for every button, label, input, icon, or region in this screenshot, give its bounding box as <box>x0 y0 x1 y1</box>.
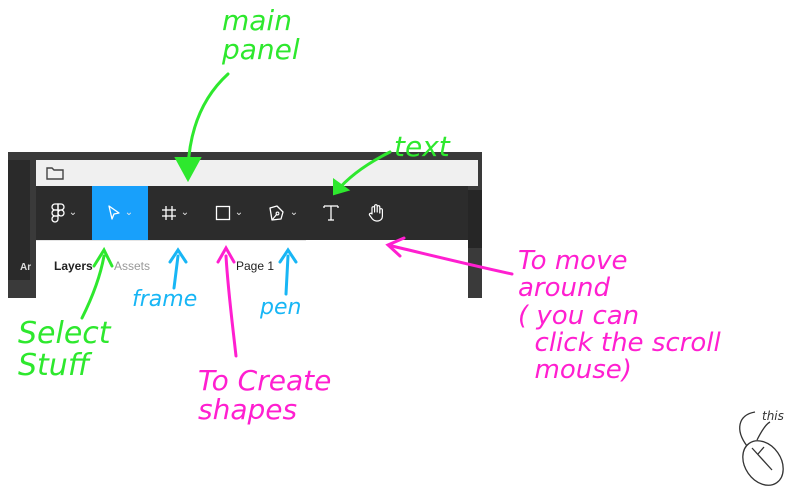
chevron-down-icon: ⌄ <box>234 207 244 218</box>
tab-assets[interactable]: Assets <box>114 259 151 273</box>
page-selector[interactable]: Page 1 <box>236 259 275 273</box>
chevron-down-icon: ⌄ <box>68 207 78 218</box>
pen-tool-icon <box>269 205 284 221</box>
pen-arrowhead <box>278 247 298 264</box>
annotation-frame: frame <box>132 287 198 312</box>
main-panel-arrow <box>186 72 230 170</box>
select-arrow <box>80 254 106 320</box>
annotation-this: this <box>762 409 784 423</box>
frame-arrowhead <box>168 247 188 264</box>
select-arrowhead <box>92 246 114 268</box>
frame-arrow <box>172 254 180 290</box>
hand-tool-icon <box>368 204 383 222</box>
tab-layers[interactable]: Layers <box>54 259 93 273</box>
chevron-down-icon: ⌄ <box>180 207 190 218</box>
canvas-area <box>306 240 468 298</box>
main-toolbar: ⌄ ⌄ ⌄ ⌄ ⌄ <box>36 186 468 240</box>
shapes-arrowhead <box>216 244 236 264</box>
figma-menu-button[interactable]: ⌄ <box>36 186 92 240</box>
move-tool-icon <box>108 205 120 220</box>
move-arrowhead <box>385 236 406 258</box>
hand-tool-button[interactable] <box>352 186 402 240</box>
frame-tool-icon <box>161 206 176 220</box>
text-arrowhead <box>333 178 351 196</box>
figma-menu-icon <box>51 203 65 223</box>
shape-tool-button[interactable]: ⌄ <box>202 186 256 240</box>
annotation-main-panel: main panel <box>222 4 300 67</box>
chevron-down-icon: ⌄ <box>124 207 134 218</box>
left-panel-tabs: Layers Assets Page 1 <box>36 240 306 299</box>
move-arrow <box>390 244 514 276</box>
pen-tool-button[interactable]: ⌄ <box>256 186 310 240</box>
text-tool-icon <box>323 205 339 221</box>
shapes-arrow <box>224 254 238 358</box>
move-tool-button[interactable]: ⌄ <box>92 186 148 240</box>
screenshot-edge-right <box>468 190 482 248</box>
main-panel-arrowhead <box>174 157 202 183</box>
text-tool-button[interactable] <box>310 186 352 240</box>
pen-arrow <box>284 254 290 296</box>
folder-icon[interactable] <box>46 166 64 180</box>
annotation-text: text <box>394 130 450 163</box>
chevron-down-icon: ⌄ <box>289 207 299 218</box>
shape-tool-icon <box>215 205 230 221</box>
title-bar <box>36 160 478 186</box>
annotation-to-create-shapes: To Create shapes <box>198 364 332 427</box>
screenshot-edge-left <box>8 160 30 280</box>
mouse-doodle <box>739 411 784 486</box>
annotation-to-move-around: To move around ( you can click the scrol… <box>518 246 721 386</box>
cropped-label: Ar <box>20 262 32 273</box>
frame-tool-button[interactable]: ⌄ <box>148 186 202 240</box>
annotation-select-stuff: Select Stuff <box>18 316 111 383</box>
annotation-pen: pen <box>260 295 302 320</box>
